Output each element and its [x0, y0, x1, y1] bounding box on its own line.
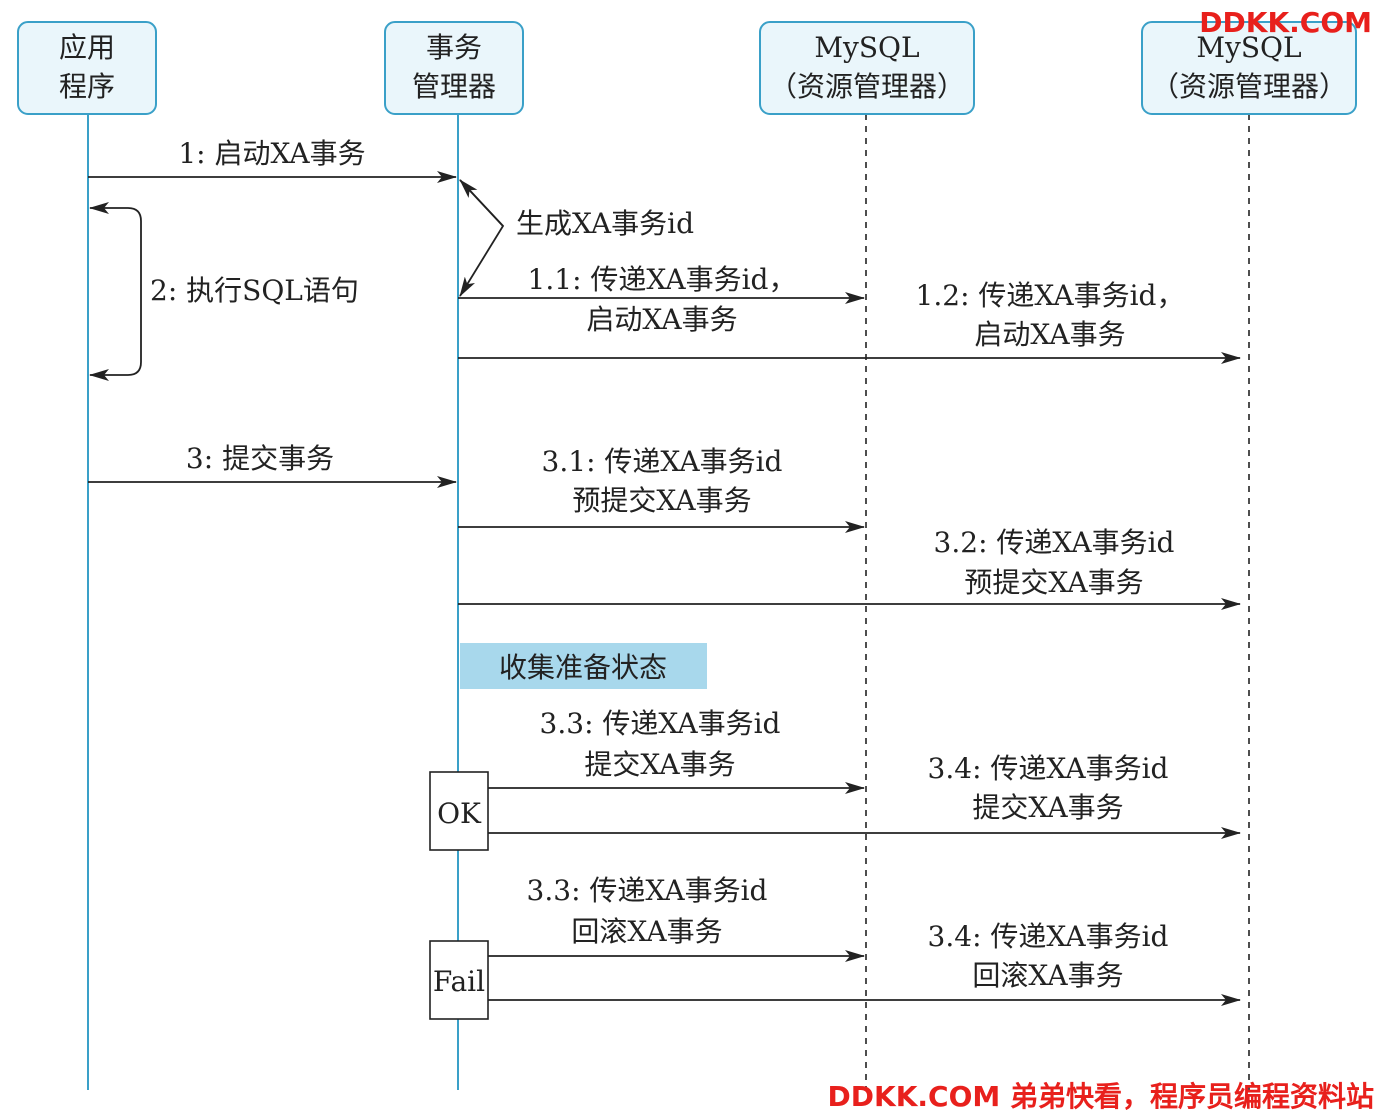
message-3: 3: 提交事务 [88, 442, 457, 488]
message-1-2-line2: 启动XA事务 [974, 318, 1125, 351]
watermark-top: DDKK.COM [1199, 6, 1372, 39]
participant-rm1-line2: （资源管理器） [769, 70, 965, 103]
participant-tm-line1: 事务 [426, 31, 482, 64]
message-3-2: 3.2: 传递XA事务id 预提交XA事务 [458, 526, 1241, 610]
message-3-1-line1: 3.1: 传递XA事务id [542, 445, 783, 478]
fail-3-4-line2: 回滚XA事务 [972, 959, 1123, 992]
message-2-label: 2: 执行SQL语句 [150, 274, 359, 307]
message-generate-id: 生成XA事务id [459, 179, 694, 297]
ok-3-4-line2: 提交XA事务 [972, 791, 1123, 824]
message-1-1-line2: 启动XA事务 [586, 303, 737, 336]
ok-label: OK [437, 797, 482, 830]
participant-rm1-line1: MySQL [814, 31, 919, 64]
participant-rm2-line1: MySQL [1196, 31, 1301, 64]
fail-label: Fail [433, 965, 485, 998]
message-1-2: 1.2: 传递XA事务id， 启动XA事务 [458, 279, 1241, 364]
fail-3-3-line2: 回滚XA事务 [571, 915, 722, 948]
participant-app-line2: 程序 [59, 70, 115, 103]
participant-app-line1: 应用 [59, 31, 115, 64]
message-1: 1: 启动XA事务 [88, 137, 457, 183]
message-3-1: 3.1: 传递XA事务id 预提交XA事务 [458, 445, 865, 533]
message-1-label: 1: 启动XA事务 [178, 137, 365, 170]
participant-tm: 事务 管理器 [384, 21, 524, 115]
message-3-label: 3: 提交事务 [186, 442, 334, 475]
branch-ok: OK 3.3: 传递XA事务id 提交XA事务 3.4: 传递XA事务id 提交… [429, 707, 1241, 851]
fail-activation-box [429, 940, 489, 1020]
message-3-2-line2: 预提交XA事务 [964, 566, 1143, 599]
ok-activation-box [429, 771, 489, 851]
ok-3-3-line1: 3.3: 传递XA事务id [540, 707, 781, 740]
message-1-1: 1.1: 传递XA事务id， 启动XA事务 [458, 263, 865, 336]
ok-3-3-line2: 提交XA事务 [584, 748, 735, 781]
note-collect-status-label: 收集准备状态 [499, 651, 667, 684]
message-1-2-line1: 1.2: 传递XA事务id， [916, 279, 1185, 312]
participant-rm2-line2: （资源管理器） [1151, 70, 1347, 103]
note-collect-status: 收集准备状态 [460, 643, 707, 689]
message-1-1-line1: 1.1: 传递XA事务id， [528, 263, 797, 296]
message-3-2-line1: 3.2: 传递XA事务id [934, 526, 1175, 559]
ok-3-4-line1: 3.4: 传递XA事务id [928, 752, 1169, 785]
participant-rm1: MySQL （资源管理器） [759, 21, 975, 115]
fail-3-3-line1: 3.3: 传递XA事务id [527, 874, 768, 907]
branch-fail: Fail 3.3: 传递XA事务id 回滚XA事务 3.4: 传递XA事务id … [429, 874, 1241, 1020]
message-3-1-line2: 预提交XA事务 [572, 484, 751, 517]
participant-rm2: MySQL （资源管理器） [1141, 21, 1357, 115]
fail-3-4-line1: 3.4: 传递XA事务id [928, 920, 1169, 953]
participant-app: 应用 程序 [17, 21, 157, 115]
watermark-bottom: DDKK.COM 弟弟快看，程序员编程资料站 [828, 1080, 1374, 1112]
message-2: 2: 执行SQL语句 [89, 202, 359, 381]
participant-tm-line2: 管理器 [412, 70, 496, 103]
message-generate-id-label: 生成XA事务id [516, 207, 694, 240]
